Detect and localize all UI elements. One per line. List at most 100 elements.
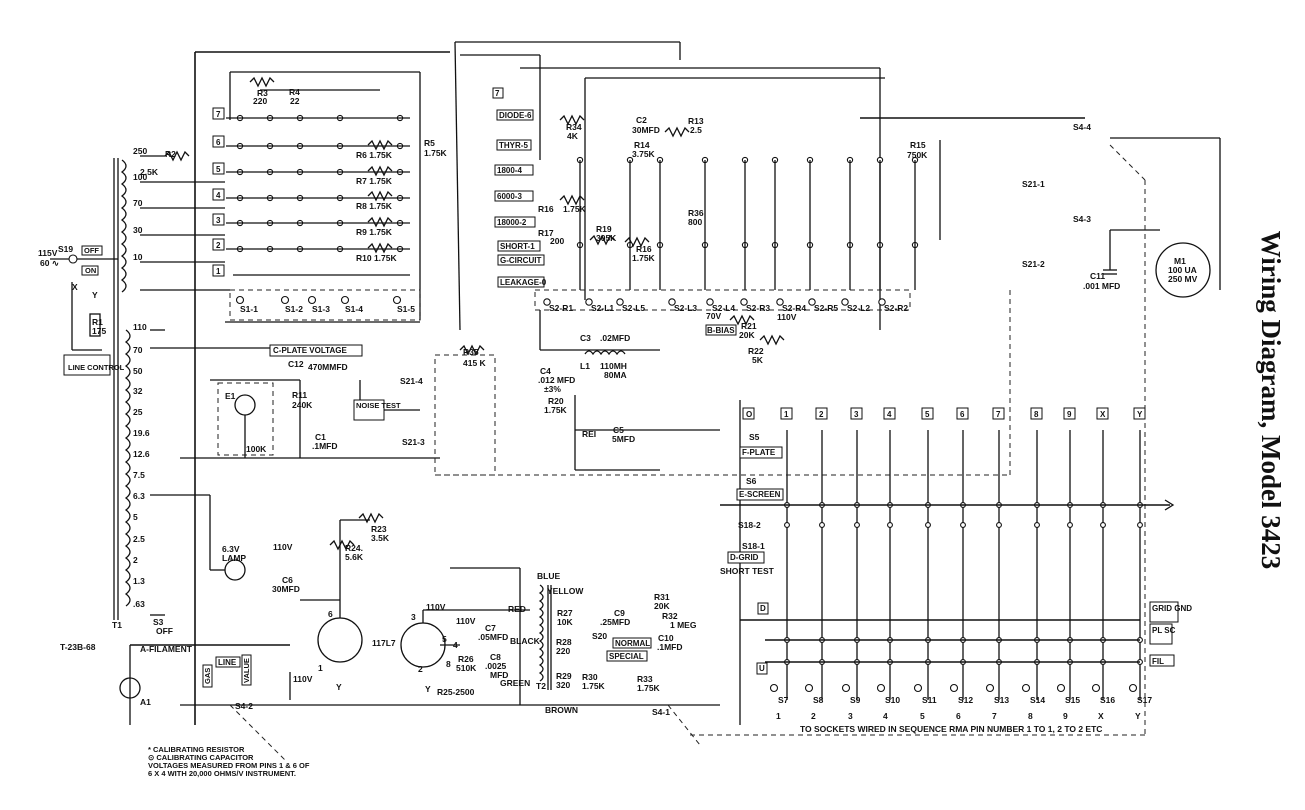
s2-switch-label: S2-R1	[549, 303, 573, 313]
matrix-pins	[226, 114, 410, 253]
section-box-label: 2	[216, 241, 221, 250]
c3-value: .02MFD	[600, 333, 630, 343]
range-box-thyr: THYR-5	[499, 141, 528, 150]
rheostat-r1: R1	[92, 317, 103, 327]
socket-pin-number: 6	[956, 711, 961, 721]
socket-col-label: 8	[1034, 410, 1039, 419]
c8-value: .0025	[485, 661, 507, 671]
s2-contact	[585, 298, 593, 306]
tube-110v-d: 110V	[293, 674, 313, 684]
section-box-label: 7	[216, 110, 221, 119]
c1-label: C1	[315, 432, 326, 442]
s20-label: S20	[592, 631, 607, 641]
rei-label: REI	[582, 429, 596, 439]
section-box-label: 5	[216, 165, 221, 174]
r17-value: 200	[550, 236, 564, 246]
socket-switch-label: S17	[1137, 695, 1152, 705]
tube-110v-c: 110V	[273, 542, 293, 552]
r28-value: 220	[556, 646, 570, 656]
r13-label: R13	[688, 116, 704, 126]
e1-resistor-value: 100K	[246, 444, 267, 454]
socket-col-label: 4	[887, 410, 892, 419]
line-control-label: LINE CONTROL	[68, 363, 125, 372]
socket-note: TO SOCKETS WIRED IN SEQUENCE RMA PIN NUM…	[800, 724, 1102, 734]
r34-label: R34	[566, 122, 582, 132]
note-line: VOLTAGES MEASURED FROM PINS 1 & 6 OF	[148, 761, 310, 770]
line-x-label: X	[72, 282, 78, 292]
tap-label: 50	[133, 366, 143, 376]
r11-value: 240K	[292, 400, 313, 410]
notes: * CALIBRATING RESISTOR⊙ CALIBRATING CAPA…	[148, 745, 310, 778]
noise-test-box: NOISE TEST	[356, 401, 401, 410]
socket-col-frame	[921, 407, 934, 420]
socket-junction	[925, 522, 931, 528]
wire-yellow: YELLOW	[547, 586, 584, 596]
socket-pin-number: 3	[848, 711, 853, 721]
tap-label: 19.6	[133, 428, 150, 438]
l1-label: L1	[580, 361, 590, 371]
r34-value: 4K	[567, 131, 579, 141]
s1-switch-label: S1-1	[240, 304, 258, 314]
s1-switch-label: S1-2	[285, 304, 303, 314]
tube-117l7-label: 117L7	[372, 638, 396, 648]
c3-label: C3	[580, 333, 591, 343]
r6-label: R6 1.75K	[356, 150, 393, 160]
tap-label: 70	[133, 345, 143, 355]
range-box-frame	[497, 254, 545, 266]
u-box: U	[759, 664, 765, 673]
line-y-label: Y	[92, 290, 98, 300]
socket-col-label: 5	[925, 410, 930, 419]
socket-junction	[1137, 522, 1143, 528]
v110-label: 110V	[777, 312, 797, 322]
s3-off: OFF	[156, 626, 173, 636]
meter-range-ua: 100 UA	[1168, 265, 1197, 275]
socket-switch-contact	[913, 683, 923, 693]
socket-pin-number: 1	[776, 711, 781, 721]
section-box-frame	[212, 107, 225, 120]
s3-label: S3	[153, 617, 164, 627]
socket-col-label: 9	[1067, 410, 1072, 419]
c6-value: 30MFD	[272, 584, 300, 594]
bus-label: GRID GND	[1152, 604, 1192, 613]
s1-contact	[280, 295, 290, 305]
range-box-ebox: 7	[495, 89, 500, 98]
r16b-label: R16	[636, 244, 652, 254]
range-box-leak: LEAKAGE-0	[500, 278, 547, 287]
r26-value: 510K	[456, 663, 477, 673]
transformer-taps: 2501007030101107050322519.612.67.56.352.…	[133, 146, 150, 609]
socket-pin-number: 7	[992, 711, 997, 721]
socket-col-frame	[1063, 407, 1076, 420]
r7-label: R7 1.75K	[356, 176, 393, 186]
s18-1-label: S18-1	[742, 541, 765, 551]
short-test-label: SHORT TEST	[720, 566, 775, 576]
note-line: * CALIBRATING RESISTOR	[148, 745, 245, 754]
c2-label: C2	[636, 115, 647, 125]
c1-value: .1MFD	[312, 441, 338, 451]
tap-label: 110	[133, 322, 147, 332]
wire-black: BLACK	[510, 636, 541, 646]
range-box-b18000: 18000-2	[497, 218, 527, 227]
r5-label: R5	[424, 138, 435, 148]
s2-switch-label: S2-R3	[746, 303, 770, 313]
c11-value: .001 MFD	[1083, 281, 1120, 291]
noise-test-wiring	[180, 379, 440, 459]
line-off-label: OFF	[84, 246, 99, 255]
socket-switch-contact	[804, 683, 814, 693]
d-box: D	[760, 604, 766, 613]
range-box-frame	[494, 216, 536, 228]
c7-value: .05MFD	[478, 632, 508, 642]
tube-pin6: 6	[328, 609, 333, 619]
bus-label: FIL	[1152, 657, 1164, 666]
tap-label: 2.5	[133, 534, 145, 544]
rheostat-r1-value: 175	[92, 326, 106, 336]
range-box-frame	[496, 109, 534, 121]
wire-brown: BROWN	[545, 705, 578, 715]
r23-label: R23	[371, 524, 387, 534]
line-on-label: ON	[85, 266, 96, 275]
tap-label: 100	[133, 172, 147, 182]
s2-contact	[808, 298, 816, 306]
c12-value: 470MMFD	[308, 362, 348, 372]
tap-label: 250	[133, 146, 147, 156]
c12-label: C12	[288, 359, 304, 369]
